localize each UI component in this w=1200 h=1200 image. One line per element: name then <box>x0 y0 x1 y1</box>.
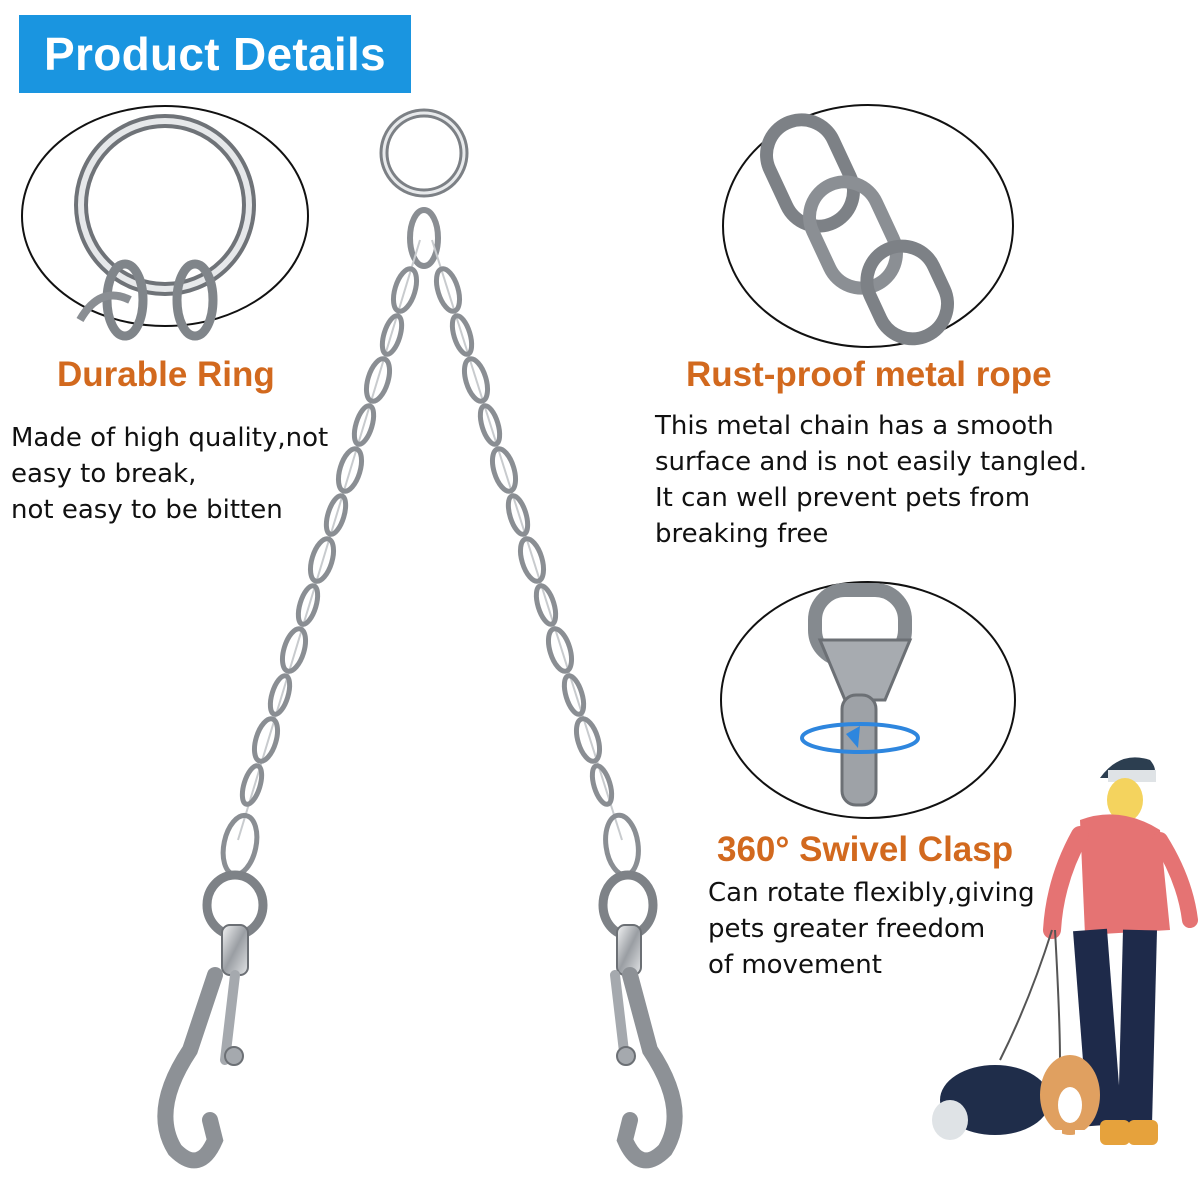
clasp-desc-line-1: Can rotate flexibly,giving <box>708 878 1035 908</box>
ring-icon <box>74 114 256 341</box>
rope-feature-title: Rust-proof metal rope <box>686 355 1052 394</box>
product-details-banner: Product Details <box>19 15 411 93</box>
ring-feature-description: Made of high quality,not easy to break, … <box>11 420 328 528</box>
rope-desc-line-3: It can well prevent pets from <box>655 483 1031 513</box>
ring-feature-title: Durable Ring <box>57 355 275 394</box>
person-walking-dogs-icon <box>932 757 1198 1175</box>
right-chain <box>431 239 641 878</box>
ring-desc-line-3: not easy to be bitten <box>11 495 283 525</box>
leash-top-ring <box>379 108 469 269</box>
left-snap-hook <box>157 870 268 1169</box>
right-snap-hook <box>598 870 683 1169</box>
ring-desc-line-1: Made of high quality,not <box>11 423 329 453</box>
rope-desc-line-2: surface and is not easily tangled. <box>655 447 1088 477</box>
rope-desc-line-1: This metal chain has a smooth <box>655 411 1054 441</box>
clasp-desc-line-2: pets greater freedom <box>708 914 986 944</box>
ring-desc-line-2: easy to break, <box>11 459 197 489</box>
clasp-feature-title: 360° Swivel Clasp <box>717 830 1014 869</box>
chain-detail-circle <box>722 104 1014 348</box>
rope-feature-description: This metal chain has a smooth surface an… <box>655 408 1087 552</box>
ring-detail-circle <box>21 105 309 341</box>
clasp-detail-circle <box>720 581 1016 819</box>
banner-title: Product Details <box>44 28 386 80</box>
rope-desc-line-4: breaking free <box>655 519 829 549</box>
clasp-desc-line-3: of movement <box>708 950 882 980</box>
left-chain <box>220 239 421 878</box>
clasp-feature-description: Can rotate flexibly,giving pets greater … <box>708 875 1035 983</box>
chain-link-icon <box>760 113 954 346</box>
rotate-arrow-icon <box>800 722 920 754</box>
